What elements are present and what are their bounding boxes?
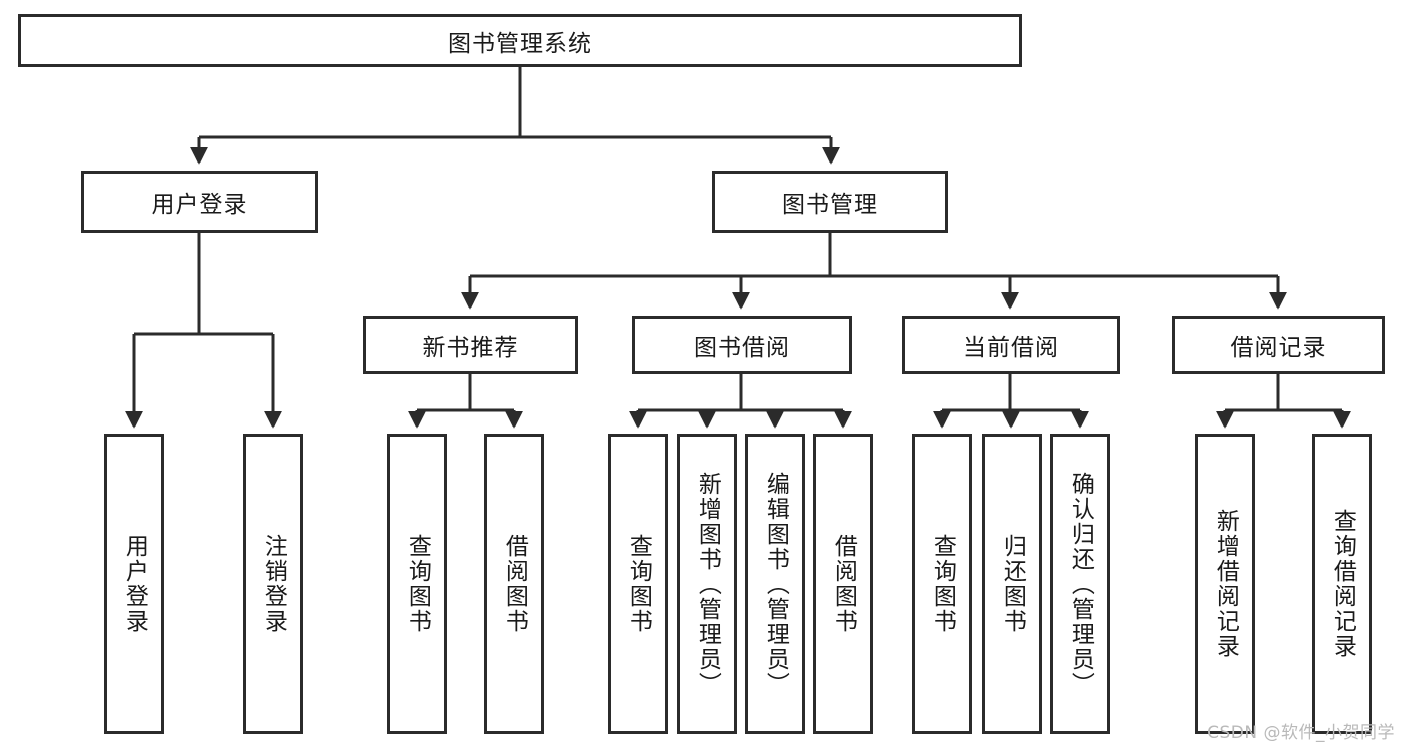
- node-current-borrow[interactable]: 当前借阅: [902, 316, 1120, 374]
- leaf-query-book-current[interactable]: 查询图书: [912, 434, 972, 734]
- leaf-query-book-recommend[interactable]: 查询图书: [387, 434, 447, 734]
- node-borrow-record[interactable]: 借阅记录: [1172, 316, 1385, 374]
- leaf-edit-book-admin[interactable]: 编辑图书（管理员）: [745, 434, 805, 734]
- node-book-management[interactable]: 图书管理: [712, 171, 948, 233]
- node-root-system[interactable]: 图书管理系统: [18, 14, 1022, 67]
- leaf-borrow-book[interactable]: 借阅图书: [813, 434, 873, 734]
- leaf-add-book-admin[interactable]: 新增图书（管理员）: [677, 434, 737, 734]
- leaf-user-login[interactable]: 用户登录: [104, 434, 164, 734]
- csdn-watermark: CSDN @软件_小贺同学: [1207, 723, 1395, 743]
- leaf-return-book[interactable]: 归还图书: [982, 434, 1042, 734]
- node-new-book-recommend[interactable]: 新书推荐: [363, 316, 578, 374]
- leaf-user-logout[interactable]: 注销登录: [243, 434, 303, 734]
- node-book-borrow[interactable]: 图书借阅: [632, 316, 852, 374]
- leaf-confirm-return-admin[interactable]: 确认归还（管理员）: [1050, 434, 1110, 734]
- leaf-borrow-book-recommend[interactable]: 借阅图书: [484, 434, 544, 734]
- leaf-query-book[interactable]: 查询图书: [608, 434, 668, 734]
- node-user-login[interactable]: 用户登录: [81, 171, 318, 233]
- leaf-query-borrow-record[interactable]: 查询借阅记录: [1312, 434, 1372, 734]
- leaf-add-borrow-record[interactable]: 新增借阅记录: [1195, 434, 1255, 734]
